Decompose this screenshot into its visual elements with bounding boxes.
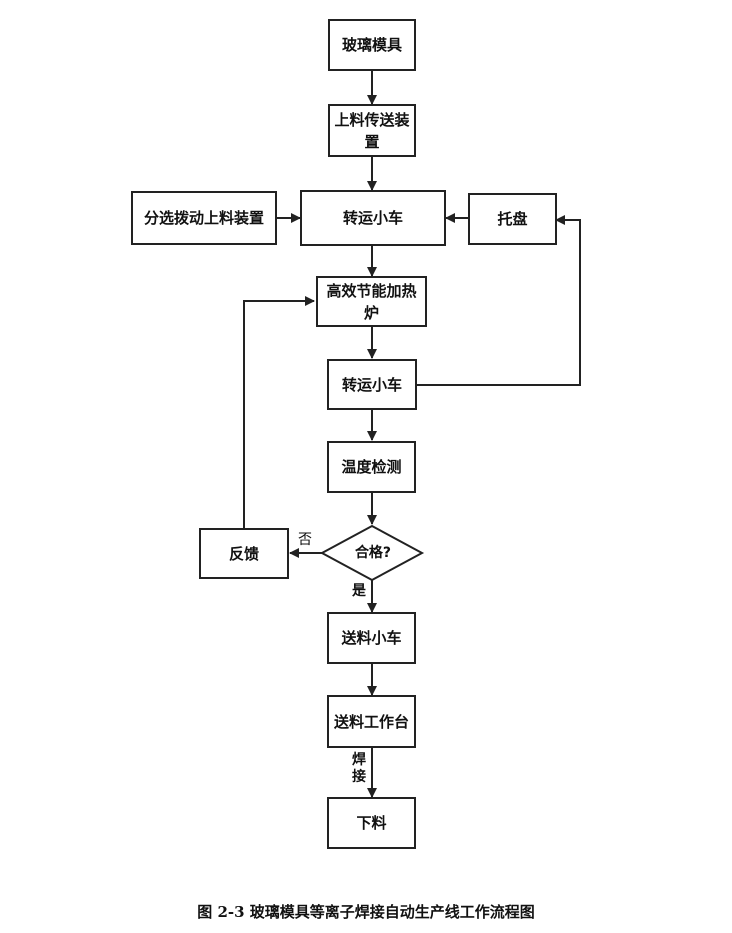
node-feed-workbench: 送料工作台 [327, 695, 416, 748]
node-feed-cart: 送料小车 [327, 612, 416, 664]
node-sorting-feeder-label: 分选拨动上料装置 [143, 209, 264, 227]
figure-caption: 图 2-3 玻璃模具等离子焊接自动生产线工作流程图 [197, 903, 535, 921]
arrow-cart2-to-tray [416, 215, 581, 386]
edge-label-no: 否 [298, 532, 312, 548]
node-temp-detection-label: 温度检测 [341, 458, 402, 476]
node-heating-furnace-label: 高效节能加热炉 [326, 281, 417, 322]
node-feedback: 反馈 [199, 528, 289, 579]
node-tray-label: 托盘 [497, 210, 528, 228]
edge-label-yes: 是 [352, 583, 366, 599]
node-feed-workbench-label: 送料工作台 [333, 712, 409, 731]
edge-label-welding: 焊接 [352, 752, 366, 785]
node-transfer-cart-1: 转运小车 [300, 190, 446, 246]
node-glass-mold: 玻璃模具 [328, 19, 416, 71]
node-transfer-cart-2: 转运小车 [327, 359, 417, 410]
arrow-feedback-to-furnace [243, 296, 315, 528]
node-glass-mold-label: 玻璃模具 [341, 36, 402, 54]
node-feed-cart-label: 送料小车 [341, 629, 402, 647]
node-heating-furnace: 高效节能加热炉 [316, 276, 427, 327]
node-temp-detection: 温度检测 [327, 441, 416, 493]
node-feedback-label: 反馈 [228, 544, 259, 563]
node-feed-conveyor: 上料传送装置 [328, 104, 416, 157]
node-transfer-cart-1-label: 转运小车 [342, 209, 403, 227]
node-feed-conveyor-label: 上料传送装置 [334, 110, 410, 151]
decision-label: 合格? [354, 545, 392, 561]
node-transfer-cart-2-label: 转运小车 [341, 375, 402, 394]
node-unload-label: 下料 [356, 814, 387, 832]
node-sorting-feeder: 分选拨动上料装置 [131, 191, 277, 245]
node-tray: 托盘 [468, 193, 557, 245]
node-unload: 下料 [327, 797, 416, 849]
